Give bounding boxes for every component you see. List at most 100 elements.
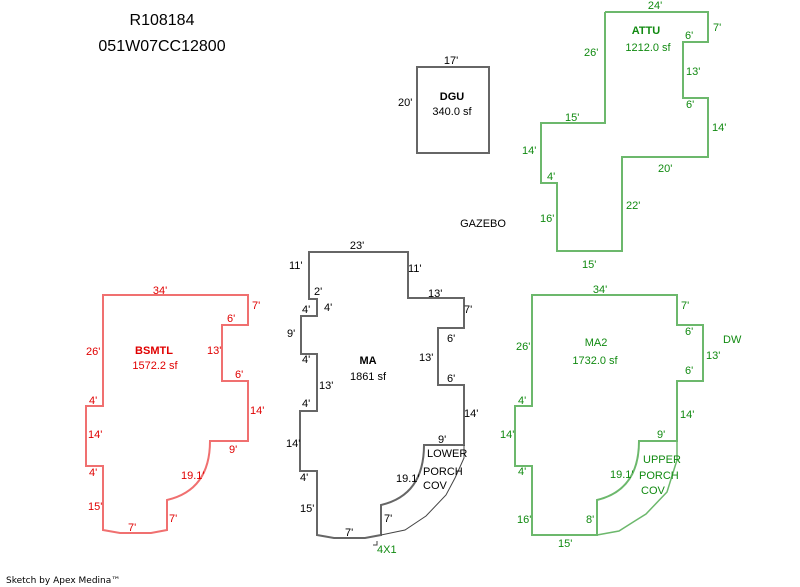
dim-label: 11' [289, 260, 303, 272]
dim-label: 15' [565, 112, 579, 124]
dim-label: 20' [658, 163, 672, 175]
dim-label: 14' [500, 429, 514, 441]
dim-label: 13' [428, 288, 442, 300]
dim-label: 4' [518, 466, 526, 478]
area-name: ATTU [632, 25, 661, 37]
dim-label: 19.1' [610, 469, 634, 481]
dim-label: 6' [685, 30, 693, 42]
dim-label: 6' [235, 369, 243, 381]
dim-label: 20' [398, 97, 412, 109]
area-size: 1572.2 sf [132, 360, 178, 372]
area-name: MA2 [585, 337, 608, 349]
footer-credit: Sketch by Apex Medina™ [6, 576, 120, 586]
area-size: 1212.0 sf [625, 42, 671, 54]
dim-label: 7' [464, 304, 472, 316]
porch-label: COV [423, 480, 448, 492]
porch-label: PORCH [639, 470, 679, 482]
dim-label: 9' [438, 434, 446, 446]
dim-label: 4' [300, 472, 308, 484]
dim-label: 19.1' [396, 473, 420, 485]
dim-label: 34' [593, 284, 607, 296]
dim-label: 23' [350, 240, 364, 252]
area-size: 1732.0 sf [572, 355, 618, 367]
dim-label: 16' [517, 514, 531, 526]
dgu-outline [416, 66, 490, 154]
attu-outline [540, 11, 709, 252]
dim-label: 7' [713, 22, 721, 34]
dim-label: 6' [447, 373, 455, 385]
4x1-marker [373, 541, 378, 546]
dim-label: 13' [419, 352, 433, 364]
area-attu[interactable]: 24' 7' 6' 13' 6' 14' 20' 22' 15' 16' 4' … [522, 0, 726, 271]
dim-label: 26' [516, 341, 530, 353]
dim-label: 6' [685, 326, 693, 338]
dim-label: 14' [680, 409, 694, 421]
dim-label: 7' [345, 527, 353, 539]
dim-label: 4' [302, 398, 310, 410]
dim-label: 14' [522, 145, 536, 157]
dim-label: 22' [626, 200, 640, 212]
dim-label: 15' [558, 538, 572, 550]
bsmtl-outline [85, 294, 249, 534]
dim-label: 14' [464, 408, 478, 420]
dim-label: 6' [227, 313, 235, 325]
ma2-outline [514, 294, 704, 536]
dim-label: 4' [89, 467, 97, 479]
dim-label: 16' [540, 213, 554, 225]
ma-outline [299, 251, 465, 539]
dim-label: 13' [319, 380, 333, 392]
dim-label: 9' [229, 444, 237, 456]
dim-label: 34' [153, 285, 167, 297]
area-name: MA [359, 355, 376, 367]
porch-label: PORCH [423, 466, 463, 478]
dim-label: 9' [657, 429, 665, 441]
dim-label: 24' [648, 0, 662, 12]
dim-label: 14' [250, 405, 264, 417]
dim-label: 6' [447, 333, 455, 345]
4x1-label: 4X1 [377, 544, 397, 556]
lower-porch-outline [380, 445, 465, 536]
dw-label: DW [723, 334, 742, 346]
dim-label: 14' [712, 122, 726, 134]
dim-label: 13' [686, 66, 700, 78]
area-bsmtl[interactable]: 34' 7' 6' 13' 6' 14' 9' 19.1' 7' 7' 15' … [85, 285, 264, 534]
area-size: 340.0 sf [432, 106, 472, 118]
dim-label: 15' [300, 503, 314, 515]
dim-label: 19.1' [181, 470, 205, 482]
porch-label: LOWER [427, 448, 467, 460]
dim-label: 8' [586, 514, 594, 526]
area-ma[interactable]: 23' 11' 13' 7' 6' 13' 6' 14' 9' 19.1' 7'… [286, 240, 478, 556]
dim-label: 15' [88, 501, 102, 513]
dim-label: 14' [88, 429, 102, 441]
dim-label: 4' [302, 304, 310, 316]
porch-label: UPPER [643, 454, 681, 466]
dim-label: 7' [384, 513, 392, 525]
dim-label: 15' [582, 259, 596, 271]
dim-label: 26' [86, 346, 100, 358]
dim-label: 6' [685, 365, 693, 377]
area-name: DGU [440, 91, 465, 103]
dim-label: 7' [681, 300, 689, 312]
area-size: 1861 sf [350, 371, 387, 383]
dim-label: 4' [302, 354, 310, 366]
dim-label: 4' [547, 171, 555, 183]
dim-label: 2' [314, 286, 322, 298]
dim-label: 11' [408, 263, 422, 275]
gazebo-label: GAZEBO [460, 218, 506, 230]
upper-porch-outline [596, 441, 678, 536]
dim-label: 6' [686, 99, 694, 111]
dim-label: 13' [706, 350, 720, 362]
parcel-id: 051W07CC12800 [98, 38, 225, 55]
area-name: BSMTL [135, 345, 173, 357]
porch-label: COV [641, 485, 666, 497]
dim-label: 4' [518, 395, 526, 407]
dim-label: 14' [286, 438, 300, 450]
dim-label: 7' [169, 513, 177, 525]
dim-label: 7' [252, 300, 260, 312]
area-dgu[interactable]: 17' 20' DGU 340.0 sf [398, 55, 490, 154]
area-ma2[interactable]: 34' 7' 6' 13' 6' 14' 9' 19.1' 8' 15' 16'… [500, 284, 742, 550]
dim-label: 4' [324, 302, 332, 314]
dim-label: 13' [207, 345, 221, 357]
dim-label: 7' [128, 522, 136, 534]
